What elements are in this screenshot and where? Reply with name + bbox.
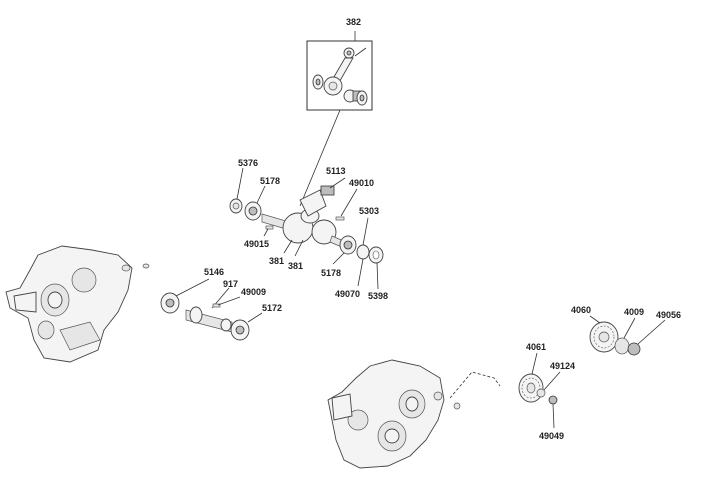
- part-label-381-b[interactable]: 381: [288, 261, 303, 271]
- right-crankcase-half: [327, 359, 501, 469]
- part-label-917[interactable]: 917: [223, 279, 238, 289]
- crankshaft-assembly: [229, 167, 384, 290]
- left-crankcase-half: [5, 245, 150, 363]
- part-label-5113[interactable]: 5113: [326, 166, 346, 176]
- connecting-rod-illustration: [312, 47, 368, 106]
- part-label-4060[interactable]: 4060: [571, 305, 591, 315]
- balance-shaft-assembly: [160, 278, 263, 341]
- part-label-5398[interactable]: 5398: [368, 291, 388, 301]
- part-label-5178-bottom[interactable]: 5178: [321, 268, 341, 278]
- gear-group-upper: [589, 315, 666, 356]
- part-label-381-a[interactable]: 381: [269, 256, 284, 266]
- part-label-5303[interactable]: 5303: [359, 206, 379, 216]
- part-label-49056[interactable]: 49056: [656, 310, 681, 320]
- part-label-5178-top[interactable]: 5178: [260, 176, 280, 186]
- part-label-5172[interactable]: 5172: [262, 303, 282, 313]
- part-label-382[interactable]: 382: [346, 17, 361, 27]
- part-label-5146[interactable]: 5146: [204, 267, 224, 277]
- part-label-49010[interactable]: 49010: [349, 178, 374, 188]
- part-number-labels: 382 5376 5178 5113 49010 5303 49015 381 …: [204, 17, 681, 441]
- part-label-49070[interactable]: 49070: [335, 289, 360, 299]
- part-label-49124[interactable]: 49124: [550, 361, 575, 371]
- gear-group-lower: [518, 352, 561, 429]
- part-label-49015[interactable]: 49015: [244, 239, 269, 249]
- part-label-4061[interactable]: 4061: [526, 342, 546, 352]
- part-label-4009[interactable]: 4009: [624, 307, 644, 317]
- part-label-49049[interactable]: 49049: [539, 431, 564, 441]
- part-label-49009[interactable]: 49009: [241, 287, 266, 297]
- connecting-rod-kit-box: [299, 31, 373, 207]
- part-label-5376[interactable]: 5376: [238, 158, 258, 168]
